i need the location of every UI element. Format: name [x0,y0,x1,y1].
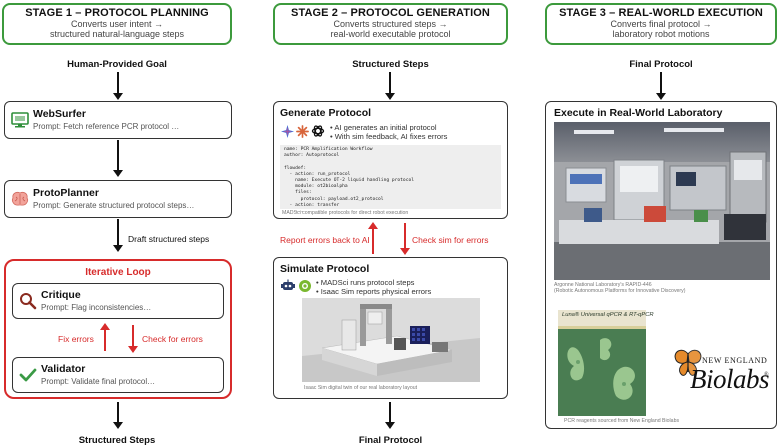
stage-subtitle: Converts final protocol → [610,19,712,29]
stage-2-header: STAGE 2 – PROTOCOL GENERATION Converts s… [273,3,508,45]
laboratory-photo [554,122,770,280]
draft-steps-label: Draft structured steps [128,234,210,244]
protocol-code-block: name: PCR Amplification Workflow author:… [280,145,501,214]
validator-title: Validator [41,363,86,375]
lab-photo-caption-line: (Robotic Autonomous Platforms for Innova… [554,288,686,294]
neb-registered-mark: ® [764,372,769,378]
neb-logo-line2: Biolabs [690,364,770,394]
stage-title: STAGE 1 – PROTOCOL PLANNING [25,7,209,19]
robot-icon [281,279,295,290]
execute-lab-card: Execute in Real-World Laboratory Argonne… [545,101,777,429]
structured-steps-output-label: Structured Steps [78,435,156,446]
stage-subtitle: real-world executable protocol [330,29,451,39]
simulate-protocol-title: Simulate Protocol [280,263,370,275]
check-sim-arrow [400,223,410,255]
magnifier-icon [20,293,37,310]
final-protocol-input-label: Final Protocol [629,59,693,70]
generate-protocol-title: Generate Protocol [280,107,372,119]
sparkle-icon [296,125,309,138]
isaac-sim-icon [299,280,311,292]
simulate-bullet-1: • MADSci runs protocol steps [316,278,415,287]
arrow-down [113,219,123,252]
arrow-down [113,402,123,429]
websurfer-prompt: Prompt: Fetch reference PCR protocol … [33,122,180,131]
isaac-sim-render-image [302,298,480,382]
sparkle-icon [281,125,294,138]
final-protocol-output-label: Final Protocol [358,435,423,446]
stage-subtitle: structured natural-language steps [49,29,185,39]
execute-lab-title: Execute in Real-World Laboratory [554,107,723,119]
brain-icon [11,191,29,206]
stage-subtitle: Converts structured steps → [333,19,448,29]
stage-subtitle: Converts user intent → [70,19,164,29]
generate-protocol-card: Generate Protocol • AI generates an init… [273,101,508,219]
arrow-down [385,72,395,100]
stage-title: STAGE 3 – REAL-WORLD EXECUTION [559,7,763,19]
simulate-protocol-card: Simulate Protocol • MADSci runs protocol… [273,257,508,399]
critique-title: Critique [41,289,81,301]
generate-bullet-1: • AI generates an initial protocol [330,123,437,132]
structured-steps-input-label: Structured Steps [352,59,429,70]
validator-prompt: Prompt: Validate final protocol… [41,377,156,386]
luna-brochure-title: Luna® Universal qPCR & RT-qPCR [562,312,654,318]
human-goal-label: Human-Provided Goal [67,59,167,70]
stage-3-header: STAGE 3 – REAL-WORLD EXECUTION Converts … [545,3,777,45]
neb-logo-line1: NEW ENGLAND [702,356,768,365]
stage-subtitle: laboratory robot motions [612,29,710,39]
report-errors-label: Report errors back to AI [280,235,370,245]
fix-errors-arrow [100,323,110,351]
simulate-caption: Isaac Sim digital twin of our real labor… [304,385,418,391]
fix-errors-label: Fix errors [58,334,94,344]
check-errors-label: Check for errors [142,334,203,344]
openai-icon [311,125,325,137]
generate-caption: MADSci compatible protocols for direct r… [282,210,409,216]
stage-title: STAGE 2 – PROTOCOL GENERATION [291,7,490,19]
arrow-down [385,402,395,429]
butterfly-icon [674,349,702,376]
iterative-loop-title: Iterative Loop [85,267,151,278]
stage-1-header: STAGE 1 – PROTOCOL PLANNING Converts use… [2,3,232,45]
monitor-icon [11,112,29,128]
check-errors-arrow [128,325,138,353]
report-errors-arrow [368,222,378,254]
check-sim-label: Check sim for errors [412,235,489,245]
validator-card: Validator Prompt: Validate final protoco… [12,357,224,393]
generate-bullet-2: • With sim feedback, AI fixes errors [330,132,448,141]
websurfer-title: WebSurfer [33,108,86,120]
protoplanner-prompt: Prompt: Generate structured protocol ste… [33,201,195,210]
lab-photo-caption-line: Argonne National Laboratory's RAPID-446 [554,282,652,288]
luna-product-brochure [558,310,646,416]
lab-photo-caption: Argonne National Laboratory's RAPID-446 … [554,282,685,294]
arrow-down [113,140,123,177]
reagent-caption: PCR reagents sourced from New England Bi… [564,418,680,424]
arrow-down [656,72,666,100]
arrow-down [113,72,123,100]
iterative-loop-box: Iterative Loop Critique Prompt: Flag inc… [4,259,232,399]
critique-prompt: Prompt: Flag inconsistencies… [41,303,152,312]
protoplanner-card: ProtoPlanner Prompt: Generate structured… [4,180,232,218]
protoplanner-title: ProtoPlanner [33,187,99,199]
checkmark-icon [19,368,37,382]
critique-card: Critique Prompt: Flag inconsistencies… [12,283,224,319]
simulate-bullet-2: • Isaac Sim reports physical errors [316,287,432,296]
websurfer-card: WebSurfer Prompt: Fetch reference PCR pr… [4,101,232,139]
